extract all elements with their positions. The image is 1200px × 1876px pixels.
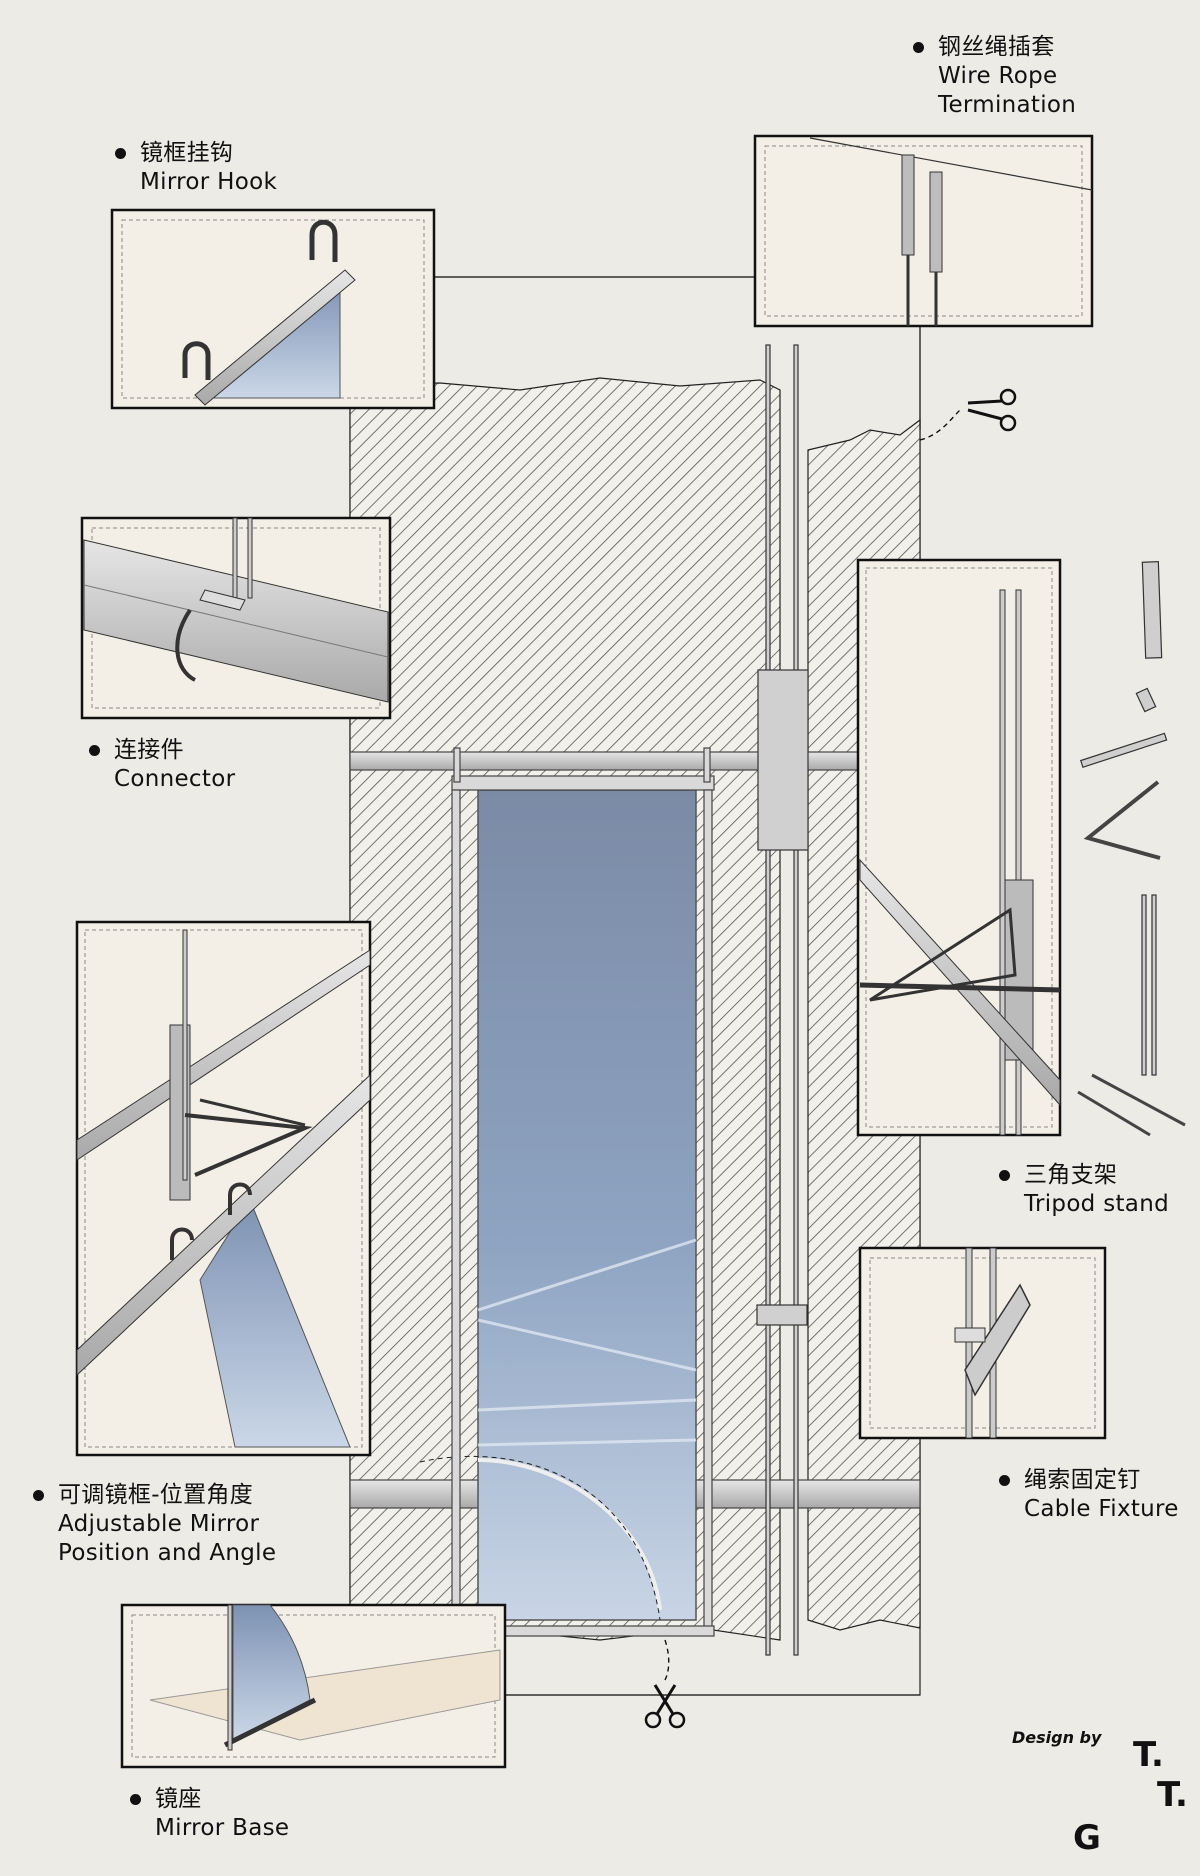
label-en: Termination xyxy=(938,92,1077,118)
label-en: Position and Angle xyxy=(58,1540,277,1566)
label-adjustable-mirror: 可调镜框-位置角度 Adjustable Mirror Position and… xyxy=(32,1481,277,1568)
logo-t-bottom: T. xyxy=(1157,1775,1188,1815)
detail-panel-connector xyxy=(80,516,392,720)
label-en: Connector xyxy=(114,766,236,792)
logo-t-top: T. xyxy=(1133,1735,1164,1775)
label-zh: 镜框挂钩 xyxy=(114,139,277,168)
callout-lines xyxy=(434,276,921,1696)
design-credit: Design by xyxy=(1012,1728,1102,1747)
label-en: Wire Rope xyxy=(938,63,1058,89)
label-en: Cable Fixture xyxy=(1024,1496,1179,1522)
detail-panel-mirror-base xyxy=(120,1603,507,1769)
detail-panel-adjustable-mirror xyxy=(75,920,372,1457)
label-connector: 连接件 Connector xyxy=(88,736,236,794)
logo-g: G xyxy=(1073,1818,1101,1858)
label-zh: 三角支架 xyxy=(999,1161,1169,1190)
swing-arc xyxy=(419,1455,661,1621)
label-zh: 连接件 xyxy=(88,736,235,765)
scissors-icon xyxy=(919,388,1017,441)
detail-panel-cable-fixture xyxy=(858,1246,1107,1440)
label-mirror-base: 镜座 Mirror Base xyxy=(129,1785,290,1843)
label-en: Mirror Base xyxy=(155,1815,290,1841)
scissors-icon xyxy=(644,1639,686,1729)
mirror-frame xyxy=(451,747,715,1637)
mirror-arc-highlight xyxy=(477,1458,662,1611)
label-zh: 可调镜框-位置角度 xyxy=(32,1481,276,1510)
label-tripod-stand: 三角支架 Tripod stand xyxy=(999,1161,1169,1219)
detail-panel-mirror-hook xyxy=(110,208,436,410)
label-zh: 钢丝绳插套 xyxy=(912,33,1076,62)
label-cable-fixture: 绳索固定钉 Cable Fixture xyxy=(999,1466,1179,1524)
mirror-reflection-lines xyxy=(477,1238,697,1447)
exploded-parts xyxy=(1077,561,1186,1137)
label-en: Mirror Hook xyxy=(140,169,278,195)
detail-panel-wire-rope xyxy=(753,134,1094,328)
detail-panel-tripod xyxy=(856,558,1062,1137)
label-mirror-hook: 镜框挂钩 Mirror Hook xyxy=(114,139,278,197)
label-zh: 镜座 xyxy=(129,1785,289,1814)
cables xyxy=(756,344,809,1656)
mirror-panel xyxy=(477,789,697,1621)
label-zh: 绳索固定钉 xyxy=(999,1466,1179,1495)
label-en: Tripod stand xyxy=(1024,1191,1169,1217)
label-en: Adjustable Mirror xyxy=(58,1511,260,1537)
label-wire-rope-termination: 钢丝绳插套 Wire Rope Termination xyxy=(912,33,1077,120)
